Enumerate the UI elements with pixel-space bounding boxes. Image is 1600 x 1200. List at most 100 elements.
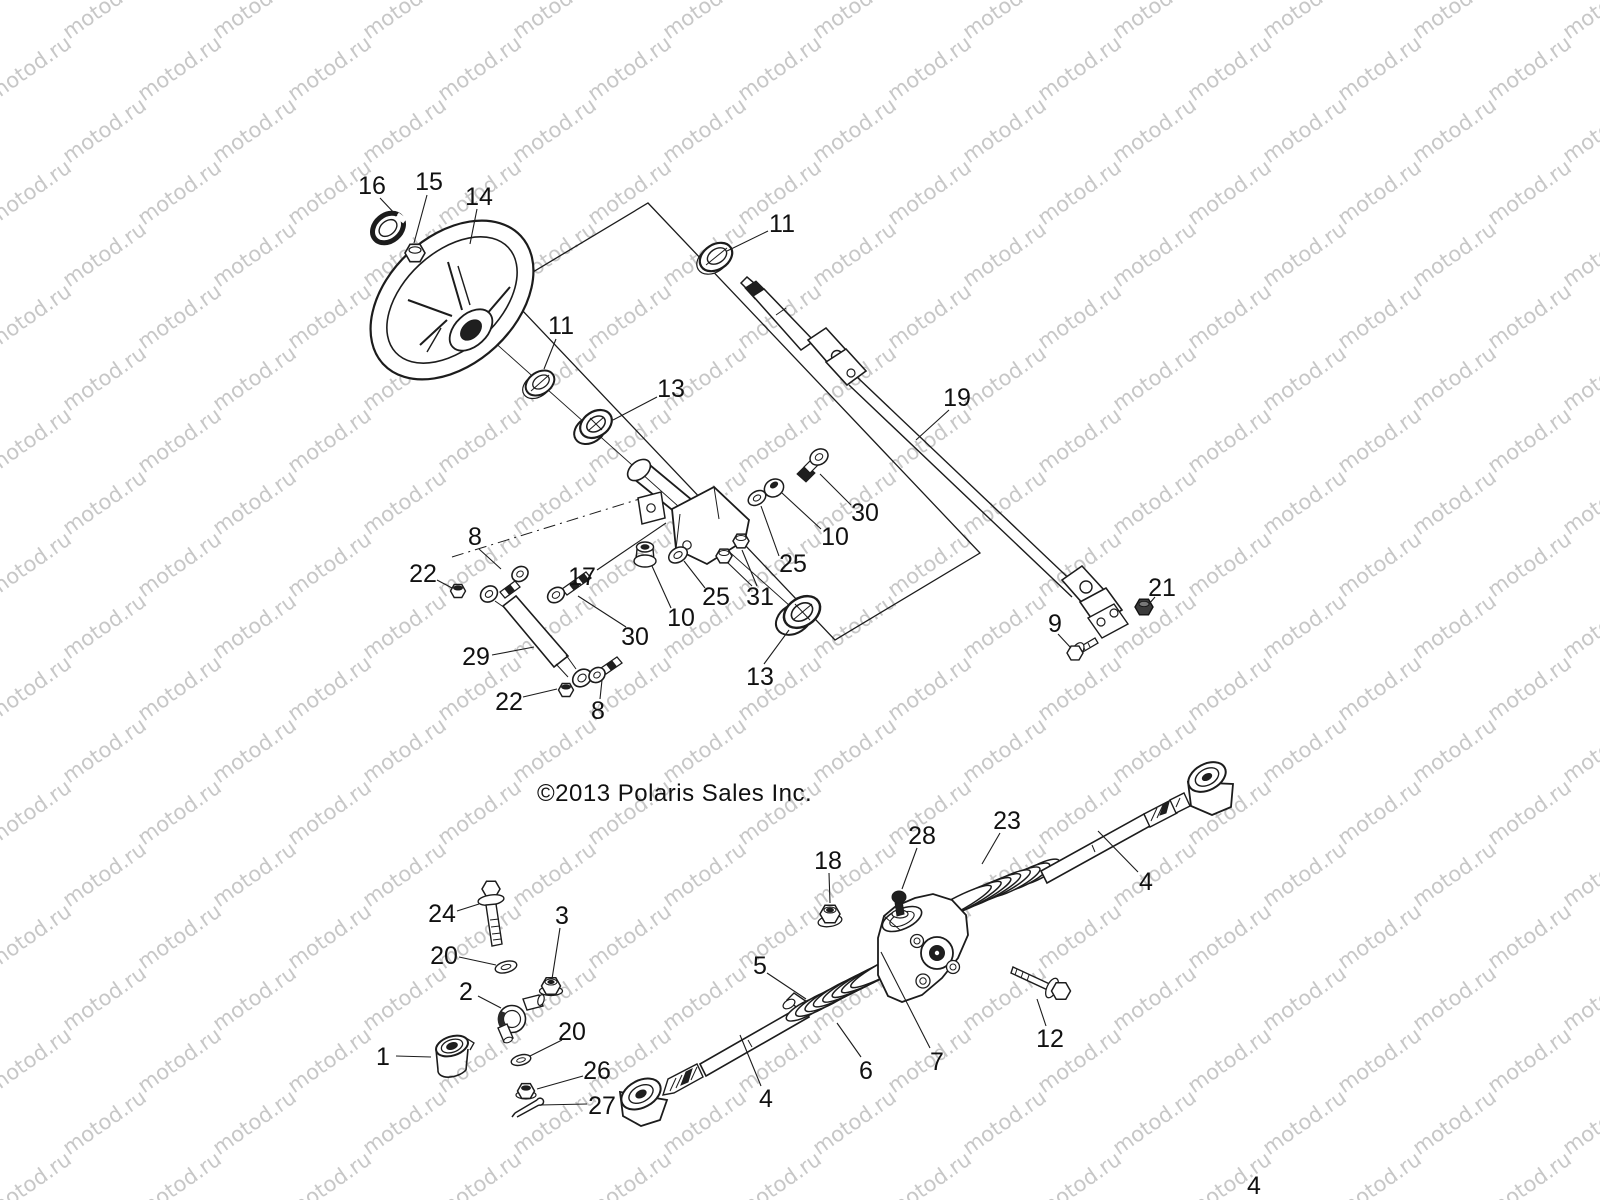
part-number-label: 14 — [465, 183, 493, 211]
bolt-8-upper — [499, 565, 529, 599]
leader-line — [491, 646, 535, 656]
part-number-label: 27 — [588, 1092, 616, 1120]
leader-line — [836, 1022, 862, 1058]
leader-line — [529, 1039, 563, 1057]
leader-line — [379, 197, 398, 217]
callout-23: 23 — [981, 807, 1021, 865]
callout-2: 2 — [459, 978, 502, 1009]
ball-joint-2 — [497, 994, 545, 1044]
part-number-label: 7 — [930, 1048, 944, 1076]
leader-line — [1097, 830, 1139, 873]
callout-26: 26 — [536, 1057, 611, 1090]
tie-rod-right — [1039, 792, 1191, 885]
callout-1: 1 — [376, 1043, 432, 1071]
part-number-label: 5 — [753, 952, 767, 980]
callout-4: 4 — [739, 1034, 773, 1113]
part-number-label: 22 — [409, 560, 437, 588]
part-number-label: 11 — [769, 210, 795, 238]
leader-line — [456, 903, 480, 912]
callout-29: 29 — [462, 643, 535, 671]
leader-line — [1057, 633, 1072, 649]
leader-line — [1036, 998, 1047, 1027]
leader-line — [577, 595, 627, 628]
nut-15 — [404, 243, 426, 263]
callout-27: 27 — [539, 1092, 616, 1120]
part-number-label: 13 — [657, 375, 685, 403]
bolt-24 — [477, 880, 505, 947]
callout-13: 13 — [612, 375, 685, 421]
callout-31: 31 — [726, 549, 774, 611]
leader-line — [726, 561, 753, 587]
leader-line — [763, 629, 790, 665]
part-number-label: 21 — [1148, 574, 1176, 602]
part-number-label: 23 — [993, 807, 1021, 835]
bushing-11-lower — [522, 369, 556, 400]
leader-line — [981, 832, 1001, 865]
part-number-label: 16 — [358, 172, 386, 200]
bolt-30-right — [796, 448, 829, 483]
grease-fitting-28 — [891, 890, 909, 919]
spacer-10-left — [633, 541, 657, 568]
callout-24: 24 — [428, 900, 480, 928]
tie-rod-end-right — [1186, 761, 1234, 816]
leader-line — [741, 549, 758, 587]
callout-30: 30 — [819, 473, 879, 527]
part-number-label: 24 — [428, 900, 456, 928]
nut-3 — [538, 977, 564, 997]
leader-line — [522, 688, 558, 698]
callout-13: 13 — [746, 629, 790, 691]
leader-line — [781, 492, 822, 530]
copyright-text: ©2013 Polaris Sales Inc. — [537, 780, 812, 807]
washer-25-left — [667, 546, 689, 564]
ghost-plane-outline — [501, 202, 982, 641]
tie-rod-end-left — [618, 1077, 669, 1127]
leader-line — [551, 927, 561, 980]
part-number-label: 11 — [548, 312, 574, 340]
callout-8: 8 — [591, 679, 605, 725]
callout-16: 16 — [358, 172, 398, 217]
part-number-label: 2 — [459, 978, 473, 1006]
part-number-label: 30 — [851, 499, 879, 527]
rack-housing — [877, 893, 969, 1003]
leader-line — [543, 338, 557, 370]
part-number-label: 18 — [814, 847, 842, 875]
part-number-label: 31 — [746, 583, 774, 611]
leader-line — [458, 956, 497, 966]
callout-28: 28 — [901, 822, 936, 890]
nut-21 — [1134, 598, 1154, 616]
bolt-9 — [1066, 637, 1099, 661]
callout-4: 4 — [1097, 830, 1153, 896]
callout-3: 3 — [551, 902, 569, 980]
washer-25-right — [747, 489, 767, 507]
callout-22: 22 — [409, 560, 453, 589]
callout-7: 7 — [880, 951, 944, 1076]
part-number-label: 29 — [462, 643, 490, 671]
bearing-13-upper — [573, 408, 613, 445]
part-number-label: 30 — [621, 623, 649, 651]
leader-line — [651, 565, 672, 609]
part-number-label: 19 — [943, 384, 971, 412]
callout-5: 5 — [753, 952, 807, 1000]
part-number-label: 6 — [859, 1057, 873, 1085]
bolt-12 — [1010, 966, 1072, 1000]
part-number-label: 4 — [1139, 868, 1153, 896]
bushing-1 — [435, 1034, 475, 1078]
part-number-label: 1 — [376, 1043, 390, 1071]
leader-line — [1148, 596, 1156, 605]
leader-line — [477, 995, 502, 1009]
nut-22-lower — [557, 682, 575, 698]
part-number-label: 25 — [779, 550, 807, 578]
part-number-label: 8 — [591, 697, 605, 725]
leader-line — [766, 972, 807, 1000]
part-number-label: 10 — [667, 604, 695, 632]
callout-20: 20 — [430, 942, 497, 970]
nuts-31 — [715, 533, 750, 564]
leader-line — [395, 1055, 432, 1058]
bolt-8-lower — [588, 656, 623, 684]
callout-18: 18 — [814, 847, 842, 904]
callout-22: 22 — [495, 688, 558, 716]
bushing-11-upper — [696, 241, 734, 275]
leader-line — [478, 548, 502, 570]
leader-line — [436, 579, 453, 589]
